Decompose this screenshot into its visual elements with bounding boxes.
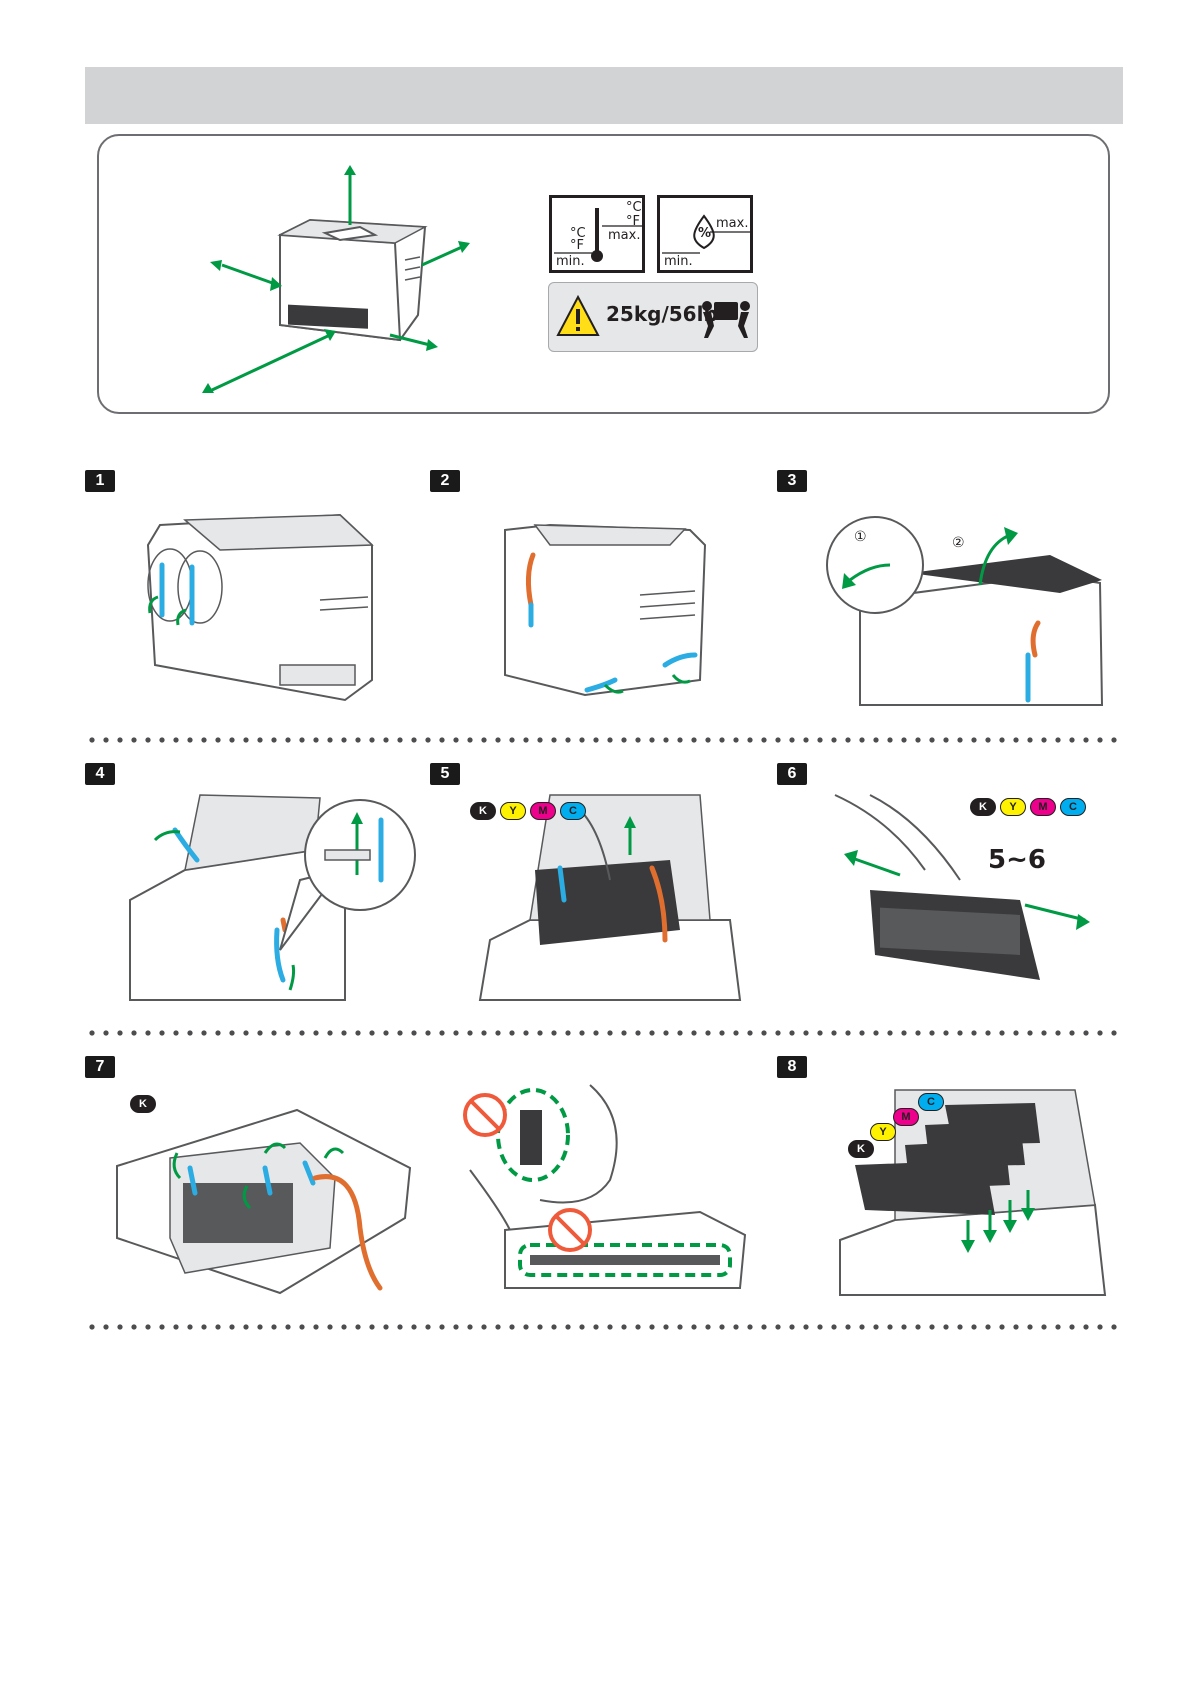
shake-count: 5~6 [988, 845, 1046, 875]
step-2-badge: 2 [430, 470, 460, 492]
step-1-illustration [140, 505, 380, 705]
warning-icon [556, 295, 600, 337]
step-4-badge: 4 [85, 763, 115, 785]
separator [85, 737, 1125, 743]
step-3-badge: 3 [777, 470, 807, 492]
step-1-badge: 1 [85, 470, 115, 492]
chip-y: Y [1000, 798, 1026, 816]
step-5-illustration [470, 790, 740, 1000]
step-6-badge: 6 [777, 763, 807, 785]
chip-c: C [1060, 798, 1086, 816]
chip-k: K [970, 798, 996, 816]
step-5-badge: 5 [430, 763, 460, 785]
printer-clearance-illustration [200, 165, 480, 395]
chip-c: C [560, 802, 586, 820]
separator [85, 1324, 1125, 1330]
separator [85, 1030, 1125, 1036]
callout-2: ② [952, 535, 965, 551]
header-bar [85, 67, 1123, 124]
step-6-illustration [830, 790, 1100, 990]
chip-m: M [1030, 798, 1056, 816]
chip-m: M [530, 802, 556, 820]
chip-k: K [470, 802, 496, 820]
humidity-icon: max. min. % [657, 195, 753, 273]
step-8-chip-k: K [848, 1139, 878, 1158]
chip-k: K [848, 1140, 874, 1158]
step-7-badge: 7 [85, 1056, 115, 1078]
two-person-lift-icon [700, 296, 752, 340]
step-7-illustration [115, 1108, 415, 1298]
no-touch-illustration [460, 1080, 750, 1290]
step-8-badge: 8 [777, 1056, 807, 1078]
step-8-illustration [835, 1085, 1110, 1295]
thermometer-icon: °C °F °C °F max. min. [549, 195, 645, 273]
step-3-illustration: ① ② [820, 505, 1110, 705]
step-2-illustration [495, 515, 715, 700]
callout-1: ① [854, 529, 867, 545]
printer-body [280, 220, 425, 340]
step-4-illustration [125, 790, 415, 1000]
chip-y: Y [500, 802, 526, 820]
